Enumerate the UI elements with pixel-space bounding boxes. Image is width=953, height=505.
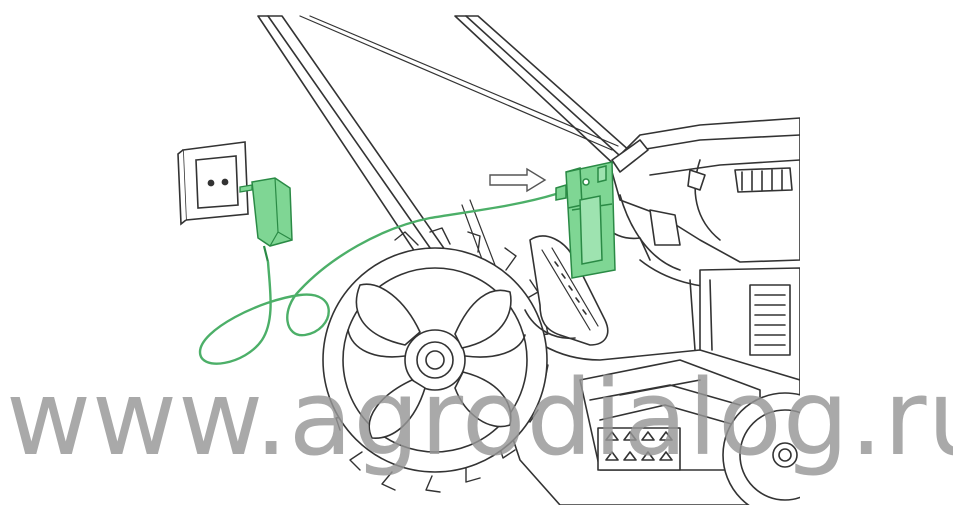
battery-pack-icon — [555, 161, 616, 279]
wall-socket-icon — [177, 141, 249, 226]
power-adapter-icon — [239, 177, 293, 263]
direction-arrow-icon — [489, 167, 547, 193]
mower-wheel-front — [322, 227, 549, 493]
charging-cable — [198, 192, 558, 365]
mower-handle — [257, 15, 641, 336]
mower-wheel-right — [722, 392, 800, 505]
height-adjust-lever — [524, 235, 609, 346]
